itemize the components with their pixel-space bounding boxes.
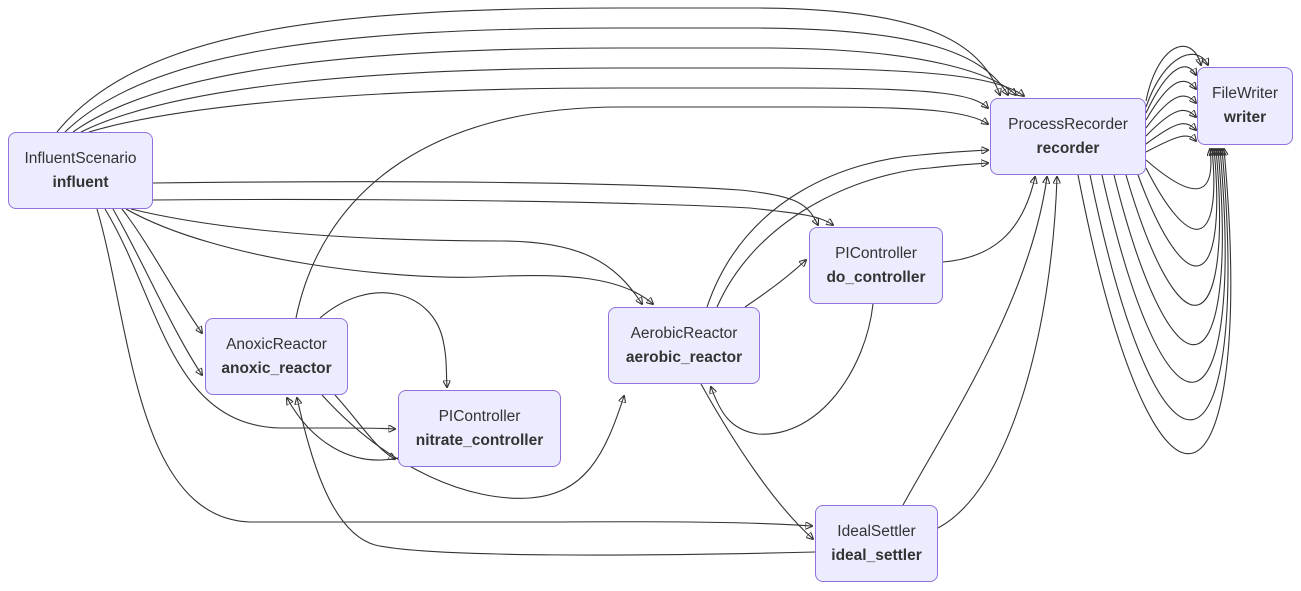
node-influent-scenario: InfluentScenario influent bbox=[8, 132, 153, 209]
node-type-label: InfluentScenario bbox=[24, 149, 137, 167]
edge-settler-recorder bbox=[937, 177, 1057, 529]
edge-recorder-writer bbox=[1145, 110, 1196, 137]
node-type-label: AerobicReactor bbox=[630, 324, 738, 342]
edge-influent-nitrate bbox=[104, 208, 395, 429]
node-nitrate-controller: PIController nitrate_controller bbox=[398, 390, 561, 467]
edge-recorder-writer bbox=[1145, 149, 1214, 230]
edge-influent-recorder bbox=[56, 7, 1000, 133]
node-instance-label: influent bbox=[52, 173, 109, 191]
node-type-label: PIController bbox=[438, 407, 521, 425]
edge-do-recorder bbox=[942, 177, 1035, 263]
edge-anoxic-nitrate bbox=[334, 394, 395, 459]
edge-recorder-writer bbox=[1089, 149, 1229, 421]
node-instance-label: do_controller bbox=[826, 268, 926, 286]
node-type-label: FileWriter bbox=[1211, 85, 1279, 102]
node-instance-label: writer bbox=[1223, 109, 1267, 126]
edge-influent-anoxic bbox=[112, 208, 202, 375]
node-instance-label: anoxic_reactor bbox=[221, 359, 332, 377]
node-do-controller: PIController do_controller bbox=[809, 227, 943, 304]
edge-influent-recorder bbox=[80, 67, 1024, 133]
node-anoxic-reactor: AnoxicReactor anoxic_reactor bbox=[205, 318, 348, 395]
edge-recorder-writer bbox=[1101, 149, 1226, 383]
edge-influent-do bbox=[152, 198, 833, 225]
edge-influent-do bbox=[152, 181, 818, 225]
edge-anoxic-aerobic bbox=[321, 395, 624, 499]
edge-settler-recorder bbox=[902, 177, 1047, 506]
node-file-writer: FileWriter writer bbox=[1197, 67, 1293, 145]
edge-recorder-writer bbox=[1145, 95, 1196, 129]
edge-recorder-writer bbox=[1145, 124, 1196, 145]
edge-aerobic-recorder bbox=[706, 150, 988, 308]
edge-settler-anoxic bbox=[297, 398, 816, 556]
edge-recorder-writer bbox=[1145, 136, 1196, 153]
edge-aerobic-recorder bbox=[716, 163, 988, 308]
edge-influent-recorder bbox=[72, 47, 1016, 133]
edge-anoxic-recorder bbox=[295, 106, 988, 319]
edge-anoxic-nitrate bbox=[319, 292, 447, 387]
node-instance-label: recorder bbox=[1036, 139, 1100, 157]
edge-recorder-writer bbox=[1145, 53, 1208, 108]
edge-influent-aerobic bbox=[125, 208, 653, 304]
edge-recorder-writer bbox=[1077, 149, 1232, 455]
edge-aerobic-do bbox=[744, 260, 806, 308]
node-type-label: PIController bbox=[835, 244, 917, 262]
edge-do-aerobic bbox=[711, 303, 874, 435]
edge-recorder-writer bbox=[1113, 149, 1223, 345]
edge-recorder-writer bbox=[1145, 149, 1211, 190]
edge-influent-recorder bbox=[64, 27, 1008, 133]
edge-recorder-writer bbox=[1137, 149, 1217, 267]
edge-influent-recorder bbox=[88, 87, 988, 133]
edge-influent-anoxic bbox=[121, 208, 202, 333]
node-type-label: AnoxicReactor bbox=[226, 335, 327, 353]
node-type-label: IdealSettler bbox=[837, 522, 916, 540]
edge-influent-aerobic bbox=[130, 208, 642, 304]
edge-recorder-writer bbox=[1145, 46, 1201, 102]
node-ideal-settler: IdealSettler ideal_settler bbox=[815, 505, 938, 582]
node-instance-label: nitrate_controller bbox=[415, 431, 544, 449]
node-instance-label: ideal_settler bbox=[831, 546, 922, 564]
edge-recorder-writer bbox=[1145, 66, 1196, 114]
edge-recorder-writer bbox=[1145, 80, 1196, 121]
node-instance-label: aerobic_reactor bbox=[625, 348, 743, 366]
node-process-recorder: ProcessRecorder recorder bbox=[990, 98, 1146, 175]
edge-recorder-writer bbox=[1125, 149, 1220, 306]
node-aerobic-reactor: AerobicReactor aerobic_reactor bbox=[608, 307, 760, 384]
node-type-label: ProcessRecorder bbox=[1008, 115, 1128, 133]
edge-influent-settler bbox=[96, 208, 812, 526]
edge-nitrate-anoxic bbox=[287, 398, 399, 461]
edge-aerobic-settler bbox=[700, 383, 813, 539]
